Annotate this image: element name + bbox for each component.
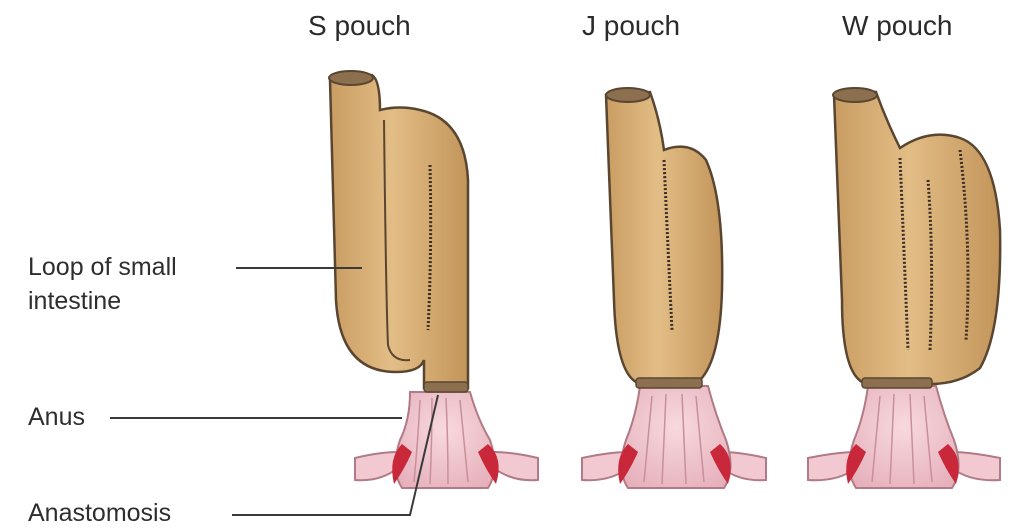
w-pouch-anus [808, 386, 1000, 488]
w-pouch-intestine [834, 92, 1000, 384]
w-pouch [808, 88, 1000, 488]
s-pouch-cut-end [329, 71, 373, 85]
j-pouch-intestine [606, 92, 722, 382]
j-pouch-cut-end [606, 88, 650, 102]
w-pouch-cut-end [833, 88, 877, 102]
s-pouch [329, 71, 538, 488]
s-pouch-intestine [330, 75, 468, 388]
j-pouch-anus [582, 386, 766, 488]
j-pouch [582, 88, 766, 488]
s-pouch-anus [355, 392, 538, 488]
